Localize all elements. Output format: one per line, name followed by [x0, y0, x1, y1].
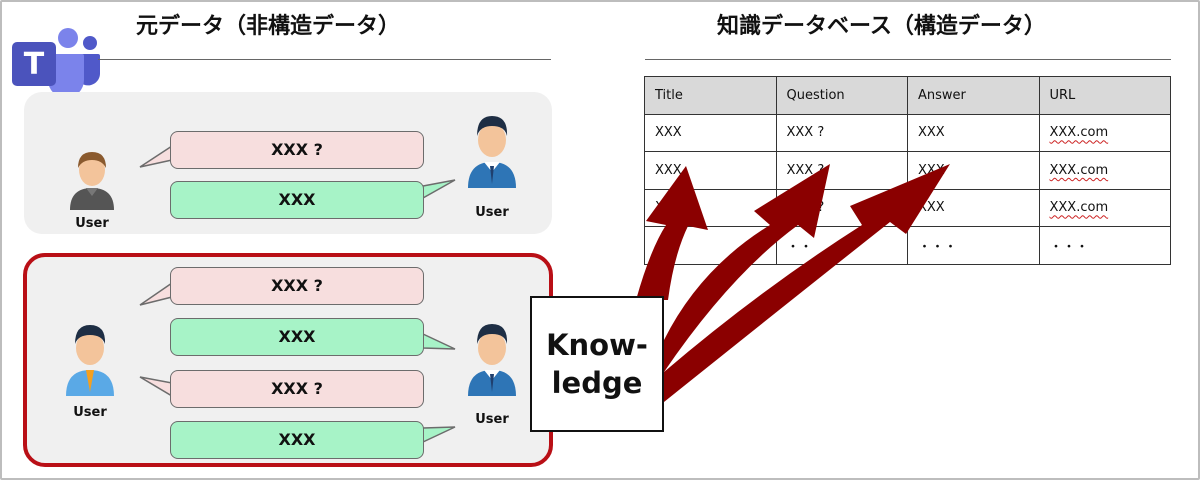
business-user-avatar-icon — [468, 116, 516, 188]
user-label: User — [475, 205, 509, 220]
table-cell: XXX — [644, 151, 777, 190]
answer-bubble: XXX — [170, 181, 424, 219]
column-header-question: Question — [775, 76, 908, 115]
knowledge-line-1: Know- — [546, 328, 648, 362]
user-avatar-icon — [66, 325, 114, 396]
user-label: User — [475, 412, 509, 427]
knowledge-db-heading: 知識データベース（構造データ） — [717, 14, 1046, 39]
table-cell-ellipsis: ・・・ — [1038, 226, 1171, 265]
user-label: User — [75, 216, 109, 231]
table-header-row: Title Question Answer URL — [644, 76, 1171, 115]
column-header-title: Title — [644, 76, 777, 115]
table-cell: XXX ? — [775, 151, 908, 190]
knowledge-line-2: ledge — [551, 366, 643, 400]
user-label: User — [73, 405, 107, 420]
table-cell-url: XXX.com — [1038, 151, 1171, 190]
logo-letter: T — [24, 47, 45, 82]
user-avatar-icon — [70, 152, 114, 210]
question-bubble: XXX ? — [170, 267, 424, 305]
answer-bubble: XXX — [170, 421, 424, 459]
source-data-heading: 元データ（非構造データ） — [136, 14, 401, 39]
question-bubble: XXX ? — [170, 370, 424, 408]
knowledge-heading-underline — [645, 59, 1171, 60]
column-header-url: URL — [1038, 76, 1171, 115]
table-cell-ellipsis: ・・・ — [907, 226, 1040, 265]
arrow-to-title-icon — [636, 166, 708, 300]
question-bubble: XXX ? — [170, 131, 424, 169]
arrow-to-answer-icon — [664, 164, 950, 402]
arrow-to-question-icon — [664, 164, 830, 372]
business-user-avatar-icon — [468, 324, 516, 396]
knowledge-box: Know- ledge — [530, 296, 664, 432]
column-header-answer: Answer — [907, 76, 1040, 115]
knowledge-table: Title Question Answer URL XXX XXX ? XXX … — [644, 76, 1171, 265]
answer-bubble: XXX — [170, 318, 424, 356]
teams-logo-icon: T — [12, 28, 100, 98]
source-heading-underline — [98, 59, 551, 60]
table-cell-url: XXX.com — [1038, 113, 1171, 152]
table-cell-url: XXX.com — [1038, 188, 1171, 227]
